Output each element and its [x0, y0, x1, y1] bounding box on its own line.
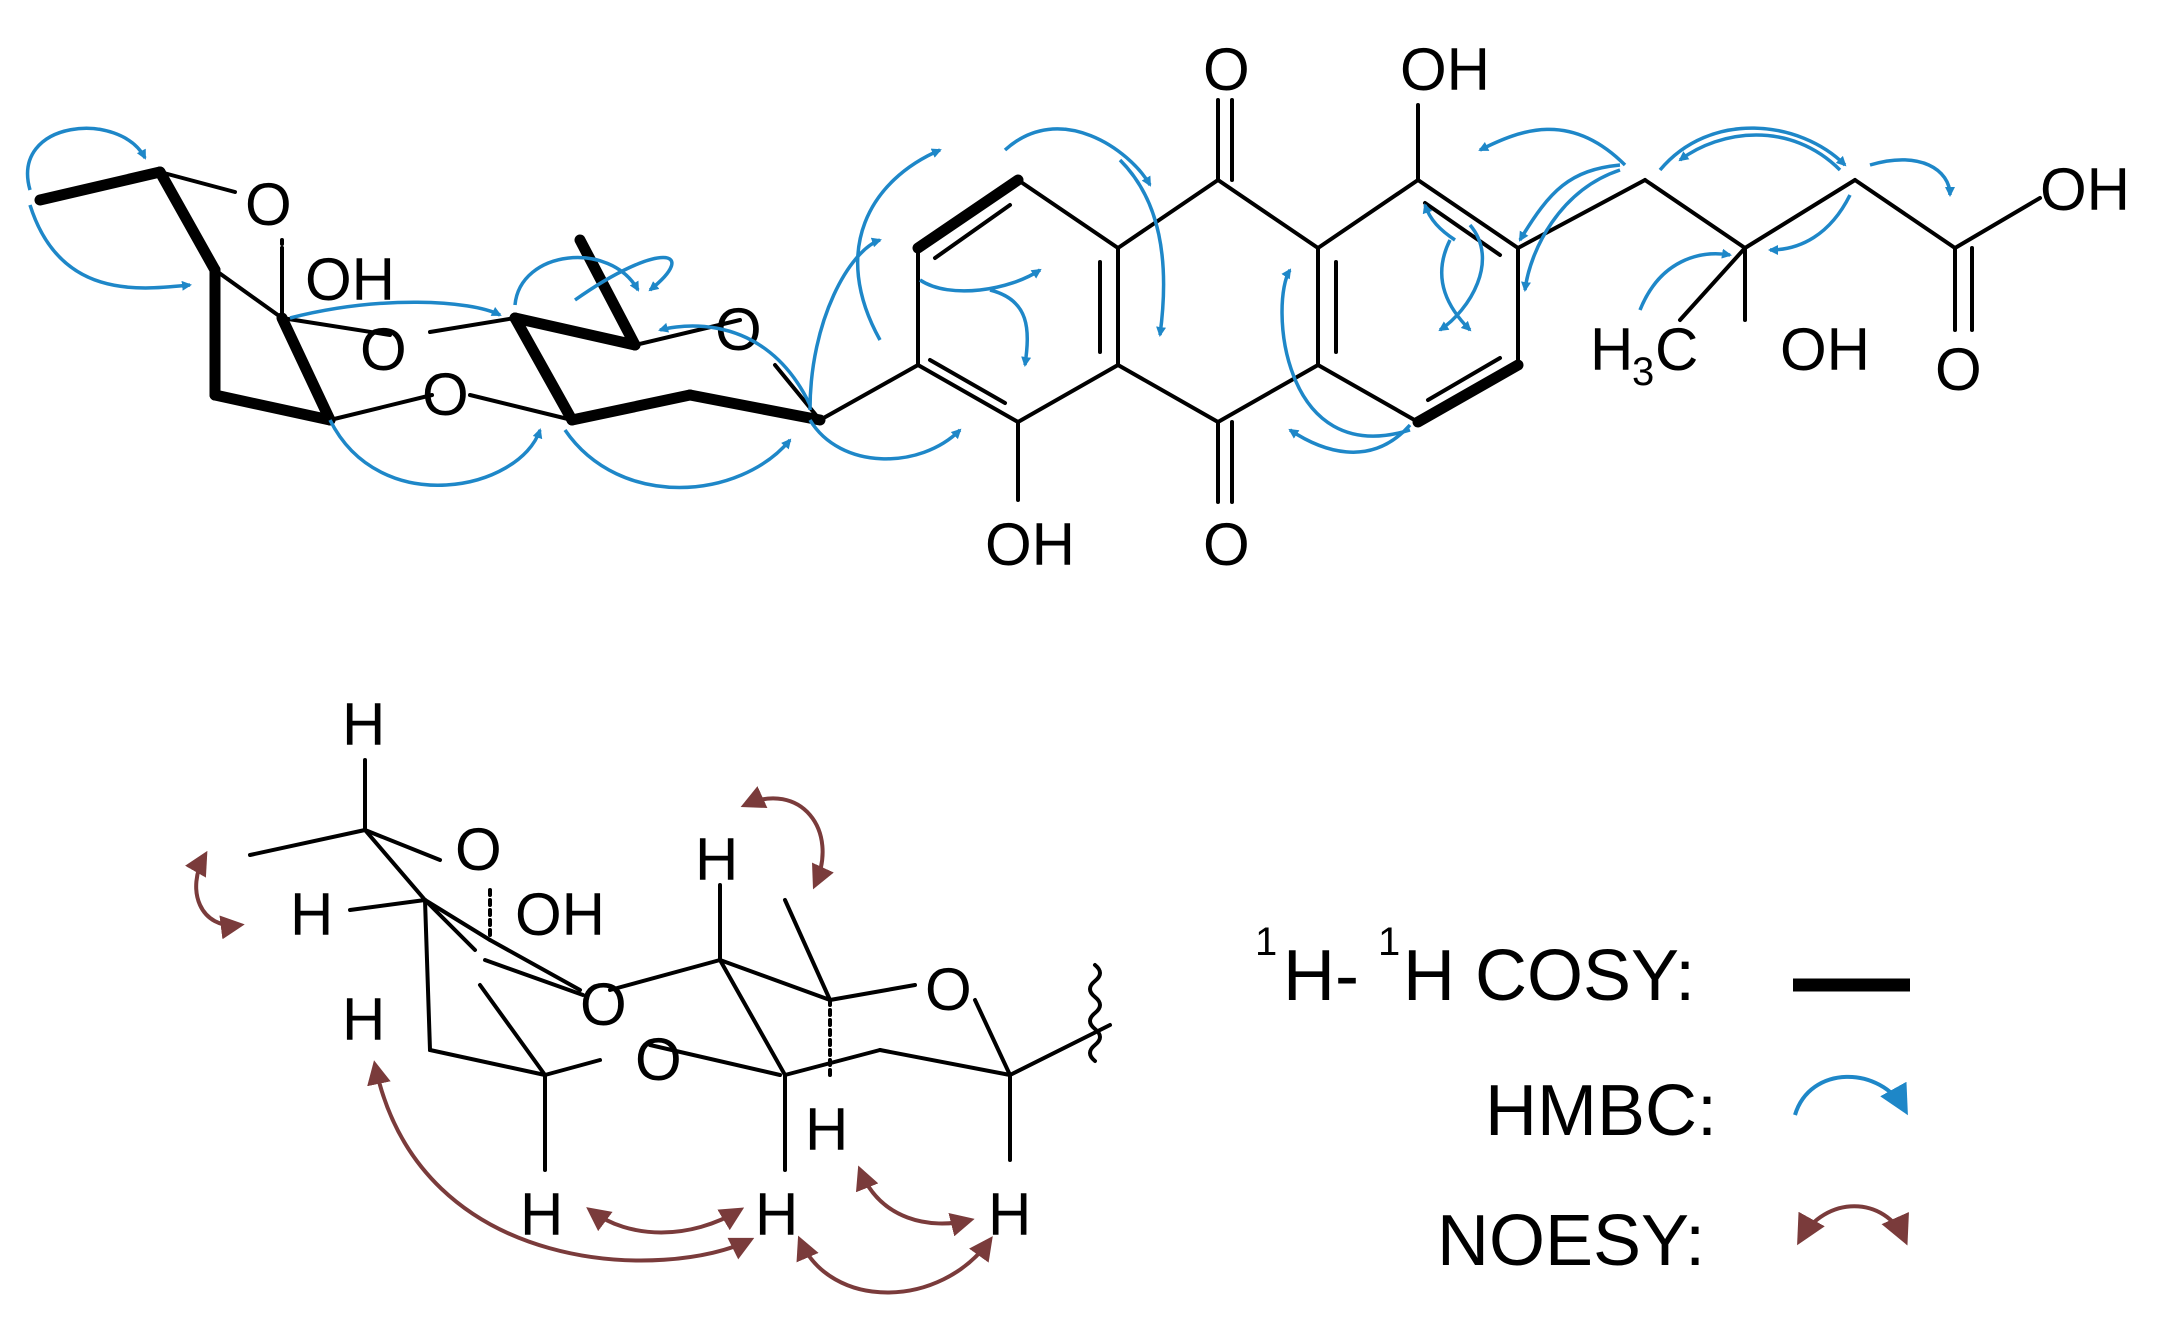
acid-oh: OH [2040, 156, 2130, 223]
anthraquinone-bonds [818, 98, 2042, 504]
acid-carbonyl-o: O [1935, 336, 1982, 403]
ketone-top-o: O [1203, 36, 1250, 103]
sugar-ring-o-left: O [360, 316, 407, 383]
bottom-ring-o-top: O [455, 816, 502, 883]
bottom-h1: H [342, 691, 385, 758]
methyl-h: H [1590, 316, 1633, 383]
bottom-h7: H [988, 1181, 1031, 1248]
cosy-h1: H- [1283, 936, 1359, 1016]
bottom-ring-o-mid: O [580, 971, 627, 1038]
bottom-atom-labels: H H H H H H H H O OH O O O [290, 691, 1031, 1248]
hmbc-correlations [25, 126, 1955, 490]
bottom-ring-o-right: O [925, 956, 972, 1023]
bottom-h5: H [755, 1181, 798, 1248]
methyl-c: C [1655, 316, 1698, 383]
bottom-h3: H [342, 986, 385, 1053]
bottom-h8: H [695, 826, 738, 893]
bottom-oh: OH [515, 881, 605, 948]
methyl-subscript: 3 [1632, 350, 1654, 394]
hmbc-swatch [1793, 1074, 1908, 1116]
noesy-label: NOESY: [1437, 1201, 1705, 1281]
cosy-sup1: 1 [1255, 920, 1277, 964]
noesy-swatch [1797, 1204, 1909, 1246]
ketone-bottom-o: O [1203, 511, 1250, 578]
legend: 1 H- 1 H COSY: HMBC: NOESY: [1255, 920, 1910, 1281]
phenol-top-oh: OH [1400, 36, 1490, 103]
top-structure: O O OH OH O OH O O O OH O OH H 3 C [25, 36, 2130, 578]
cosy-label: H COSY: [1403, 936, 1695, 1016]
legend-hmbc: HMBC: [1485, 1071, 1908, 1151]
noesy-correlations [185, 786, 993, 1295]
sugar-bonds [34, 166, 826, 426]
legend-cosy: 1 H- 1 H COSY: [1255, 920, 1910, 1016]
sugar-ring-o-lower: O [422, 361, 469, 428]
side-chain-oh: OH [1780, 316, 1870, 383]
top-atom-labels: O O OH OH O OH O O O OH O OH H 3 C [245, 36, 2130, 578]
bottom-h2: H [290, 881, 333, 948]
sugar-ring-o-upper: O [245, 171, 292, 238]
bottom-structure: H H H H H H H H O OH O O O [185, 691, 1112, 1295]
cosy-sup2: 1 [1378, 920, 1400, 964]
phenol-bottom-oh: OH [985, 511, 1075, 578]
bottom-ring-o-low: O [635, 1026, 682, 1093]
bottom-h6: H [805, 1096, 848, 1163]
legend-noesy: NOESY: [1437, 1201, 1909, 1281]
hmbc-label: HMBC: [1485, 1071, 1717, 1151]
bottom-bonds [248, 758, 1112, 1172]
bottom-h4: H [520, 1181, 563, 1248]
